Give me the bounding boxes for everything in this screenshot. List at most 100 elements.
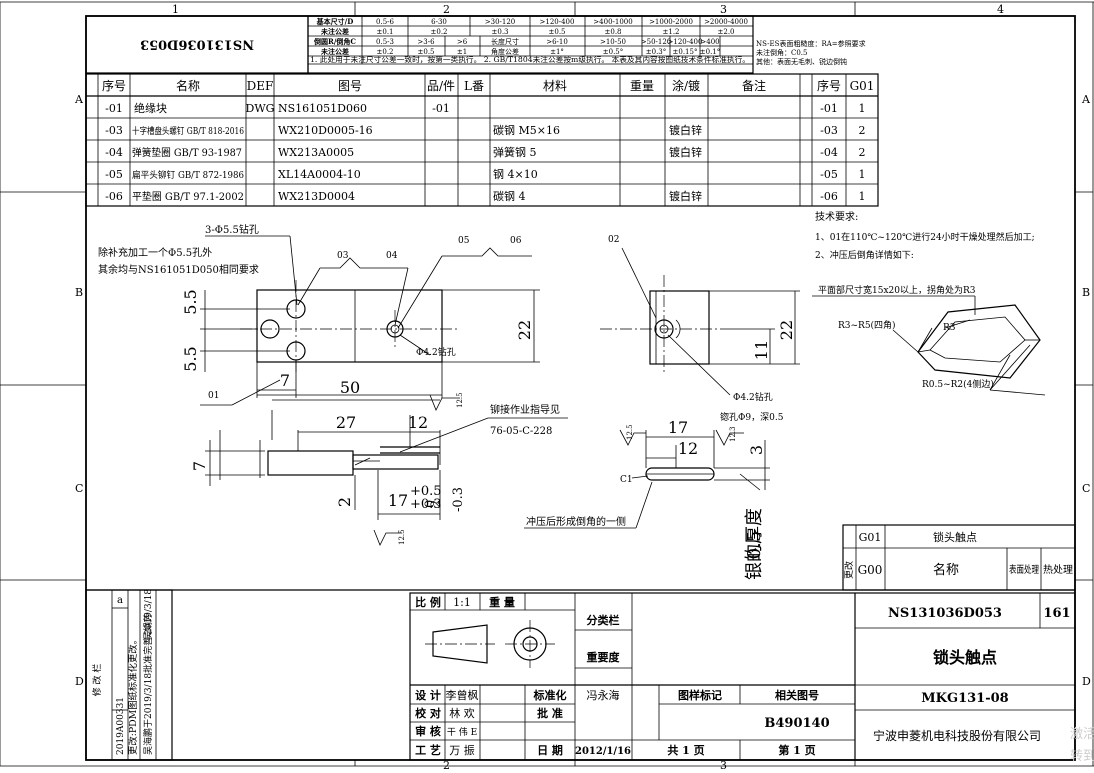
callout-06: 06: [510, 236, 522, 246]
zone-row-a-right: A: [1081, 93, 1091, 106]
bom-header-remark: 备注: [742, 78, 766, 93]
rough-section-bottom: 12.5: [398, 529, 406, 545]
variant-g00: G00: [858, 563, 883, 577]
checker: 林 欢: [449, 706, 475, 720]
tol-lin-0: ±0.1: [377, 28, 394, 36]
left-note-1: 除补充加工一个Φ5.5孔外: [98, 246, 212, 259]
tol-ch-4: >6-10: [546, 38, 568, 46]
left-top-view: 除补充加工一个Φ5.5孔外 其余均与NS161051D050相同要求 3-Φ5.…: [98, 223, 540, 406]
date-label: 日 期: [537, 743, 563, 757]
callout-03: 03: [337, 251, 349, 261]
reviewer: 干 伟 E: [447, 726, 477, 738]
tol-cht-2: ±1: [457, 48, 467, 56]
zone-row-c-right: C: [1082, 482, 1090, 495]
dim-7-left: 7: [280, 371, 290, 390]
revision-record-no: 2019A00331: [116, 697, 126, 755]
tol-cht-1: ±0.5: [418, 48, 435, 56]
bom-row-0-qtyref: -01: [432, 102, 450, 115]
importance-label: 重要度: [587, 650, 621, 664]
tol-row-label-1: 未注公差: [321, 27, 349, 36]
bom-row-1-g01: 2: [859, 124, 866, 137]
tech-req-title: 技术要求:: [815, 210, 858, 223]
part-name: 锁头触点: [933, 648, 997, 667]
tol-ch-2: >6: [457, 38, 468, 46]
callout-04: 04: [386, 251, 398, 261]
r-edge-label: R0.5~R2(4侧边): [922, 378, 994, 390]
stamp-note: 冲压后形成倒角的一侧: [526, 515, 626, 528]
tol-upper: +0.5: [410, 484, 442, 499]
bom-row-1-plating: 镀白锌: [669, 123, 702, 137]
tol-cht-7: ±0.15°: [673, 48, 698, 56]
dim-17-right: 17: [668, 418, 688, 437]
std-sig: 冯永海: [587, 688, 620, 702]
tol-lin-1: ±0.2: [431, 28, 448, 36]
bom-row-4-material: 碳钢 4: [493, 189, 526, 203]
bom-row-4-dwg: WX213D0004: [278, 190, 355, 203]
tech-req-line-2: 2、冲压后倒角详情如下:: [815, 249, 914, 261]
bom-row-4-no: -06: [105, 190, 123, 203]
bom-header-plating: 涂/镀: [672, 78, 700, 93]
tol-note: 1. 此处用于未注尺寸公差一致时，按第一类执行。 2. GB/T1804未注公差…: [310, 55, 750, 64]
revision-mark: a: [117, 595, 123, 606]
dim-3: 3: [747, 445, 766, 455]
std-label: 标准化: [533, 688, 567, 702]
zone-col-2: 2: [443, 3, 450, 16]
tol-ch-3: 长度尺寸: [491, 37, 519, 46]
zone-row-d-right: D: [1082, 675, 1091, 688]
rough-right-1: 12.5: [626, 424, 634, 440]
bom-row-0-seq: -01: [820, 102, 838, 115]
r-corner-label: R3~R5(四角): [838, 319, 896, 331]
bom-row-0-dwg: NS161051D060: [278, 102, 367, 115]
bom-row-0-g01: 1: [859, 102, 866, 115]
right-view: 02 22 11 Φ4.2钻孔 锪孔Φ9，深0.5 17 12 12.5 12.…: [524, 235, 800, 580]
tol-size-4: >400-1000: [593, 18, 632, 26]
tol-size-2: >30-120: [485, 18, 516, 26]
bom-header-weight: 重量: [630, 79, 654, 93]
scale-label: 比 例: [415, 595, 441, 609]
dim-2b: 2: [429, 500, 444, 508]
bom-row-3-seq: -05: [820, 168, 838, 181]
dim-27: 27: [336, 413, 356, 432]
revision-date: 2019/3/18: [144, 589, 154, 635]
bom-header-def: DEF: [247, 79, 274, 93]
weight-label: 重 量: [489, 595, 515, 609]
title-block: 比 例 1:1 重 量 分类栏 重要度 设 计 李曾枫 标准化 冯永海 校 对 …: [409, 592, 1076, 761]
revision-label: 修 改 栏: [91, 664, 103, 697]
silver-thickness: 银的厚度: [744, 508, 765, 580]
process-label: 工 艺: [415, 743, 441, 757]
date-value: 2012/1/16: [575, 746, 631, 757]
related-value: B490140: [764, 716, 829, 731]
bom-row-4-g01: 1: [859, 190, 866, 203]
drill-note-right: Φ4.2钻孔: [733, 391, 773, 403]
dim-22-left: 22: [515, 320, 534, 340]
variant-surface: 表面处理: [1009, 563, 1039, 576]
bom-row-1-dwg: WX210D0005-16: [278, 124, 373, 137]
bom-header-name: 名称: [176, 78, 200, 93]
tol-side-note-3: 其他：表面无毛刺、锐边倒钝: [756, 57, 847, 66]
dim-5-5-top: 5.5: [181, 289, 200, 314]
drawing-number-rotated: NS131036D053: [140, 37, 254, 52]
projection-symbol: [432, 624, 488, 664]
bom-row-2-name: 弹簧垫圈 GB/T 93-1987: [132, 146, 242, 159]
bom-row-2-dwg: WX213A0005: [278, 146, 354, 159]
tol-side-note-2: 未注倒角：C0.5: [756, 48, 808, 57]
dim-12-section: 12: [408, 413, 428, 432]
bom-row-3-g01: 1: [859, 168, 866, 181]
sheet-code: 161: [1043, 606, 1070, 621]
sheet-number: 第 1 页: [778, 743, 815, 757]
revision-by: 吴娟芳: [142, 613, 154, 640]
callout-05: 05: [458, 236, 470, 246]
tol-ch-5: >10-50: [600, 38, 626, 46]
class-label: 分类栏: [587, 613, 620, 627]
drill-note-left: Φ4.2钻孔: [416, 346, 456, 358]
tol-cht-4: ±1°: [550, 48, 564, 56]
tol-lin-3: ±0.5: [549, 28, 566, 36]
sample-mark-label: 图样标记: [678, 688, 722, 702]
company-name: 宁波申菱机电科技股份有限公司: [873, 728, 1041, 743]
zone-col-3: 3: [720, 3, 727, 16]
zone-row-b: B: [75, 286, 83, 299]
variant-table: G01 锁头触点 更改 G00 名称 表面处理 热处理: [842, 524, 1076, 591]
bom-row-3-name: 扁平头铆钉 GB/T 872-1986: [132, 169, 244, 181]
zone-row-a: A: [74, 93, 84, 106]
